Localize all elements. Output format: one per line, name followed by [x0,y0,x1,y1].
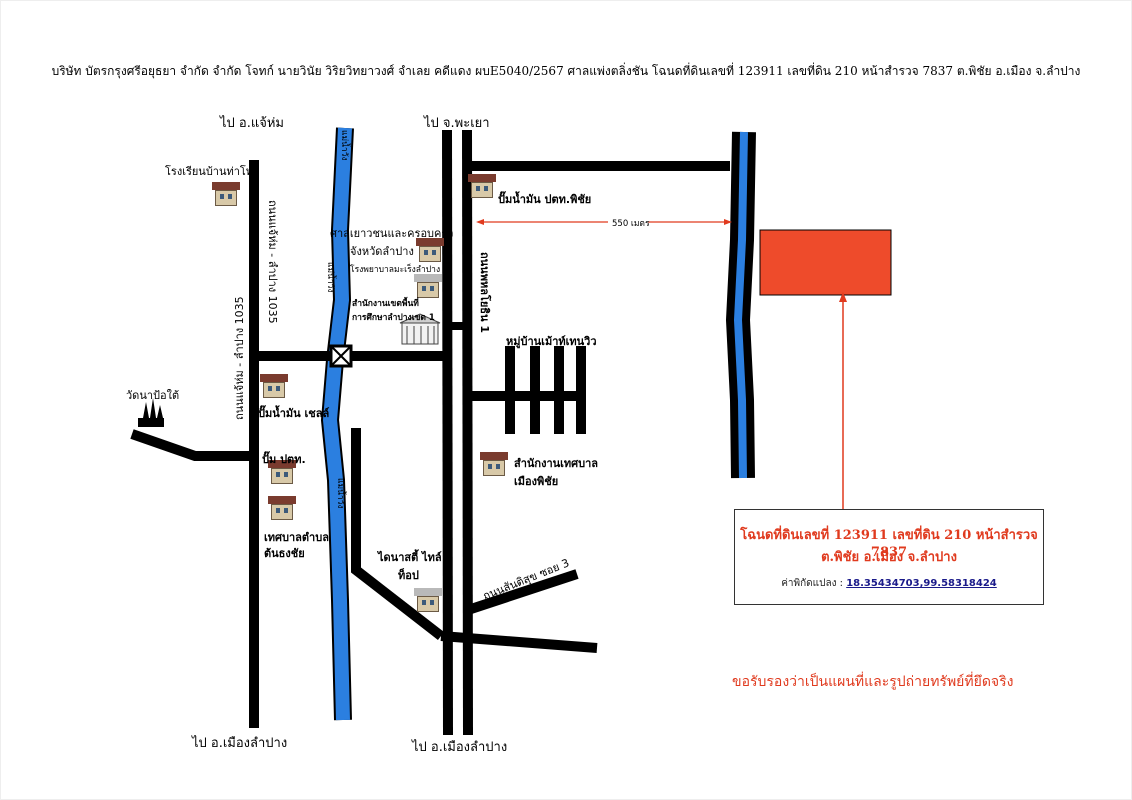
label-tambon-2: ต้นธงชัย [264,547,305,560]
youth-court-building-icon [416,238,444,262]
lower-road [440,631,598,653]
deed-info-box: โฉนดที่ดินเลขที่ 123911 เลขที่ดิน 210 หน… [734,509,1044,605]
label-village: หมู่บ้านเม้าท์เทนวิว [506,335,597,348]
direction-phayao: ไป จ.พะเยา [424,116,490,131]
road-diagonal [351,428,445,640]
label-edu-office-2: การศึกษาลำปางเขต 1 [352,313,435,323]
label-dynasty-1: ไดนาสตี้ ไทล์ [378,551,442,564]
certification-text: ขอรับรองว่าเป็นแผนที่และรูปถ่ายทรัพย์ที่… [732,674,1014,690]
deed-line-2: ต.พิชัย อ.เมือง จ.ลำปาง [821,550,957,565]
river-label-low: แม่น้ำวัง [335,478,345,509]
deed-line-1: โฉนดที่ดินเลขที่ 123911 เลขที่ดิน 210 หน… [740,528,1038,560]
label-shell: ปั๊มน้ำมัน เชลล์ [258,407,330,420]
phahonyothin-road-west [442,129,453,736]
coordinate-label: ค่าพิกัดแปลง : [781,578,844,589]
river-label-mid: แม่น้ำวัง [325,262,335,293]
road-label-1035-a: ถนนแจ้ห่ม - ลำปาง 1035 [233,296,246,420]
label-municipal-2: เมืองพิชัย [514,475,559,488]
phahonyothin-road-east [462,129,473,736]
label-tambon-1: เทศบาลตำบล [264,531,329,544]
label-school: โรงเรียนบ้านท่าโทก [165,165,260,178]
label-ptt: ปั๊ม ปตท. [262,453,306,466]
hospital-building-icon [414,274,442,298]
ptt-building-icon [268,460,296,484]
santisuk-road [466,569,579,615]
shell-building-icon [260,374,288,398]
coordinate-row: ค่าพิกัดแปลง : 18.35434703,99.58318424 [735,576,1043,591]
label-edu-office-1: สำนักงานเขตพื้นที่ [352,299,419,309]
page-header: บริษัท บัตรกรุงศรีอยุธยา จำกัด จำกัด โจท… [51,64,1081,78]
municipal-building-icon [480,452,508,476]
coordinate-value[interactable]: 18.35434703,99.58318424 [846,578,997,589]
label-ptt-pichai: ปั๊มน้ำมัน ปตท.พิชัย [498,193,592,206]
road-label-1035-b: ถนนแจ้ห่ม - ลำปาง 1035 [266,200,279,324]
land-plot [759,229,892,296]
school-building-icon [212,182,240,206]
label-dynasty-2: ท็อป [398,569,419,582]
label-youth-court-2: จังหวัดลำปาง [350,245,414,258]
road-to-temple [130,429,254,461]
label-hospital: โรงพยาบาลมะเร็งลำปาง [350,265,441,275]
temple-icon [138,398,164,427]
label-municipal-1: สำนักงานเทศบาล [514,457,599,470]
river-label-top: แม่น้ำวัง [339,130,349,161]
tambon-building-icon [268,496,296,520]
direction-lampang-left: ไป อ.เมืองลำปาง [192,736,288,751]
road-label-phahon: ถนนพหลโยธิน 1 [478,252,491,334]
edu-office-icon [399,313,441,345]
label-temple: วัดนาป้อใต้ [126,389,180,402]
dynasty-building-icon [414,588,442,612]
distance-label: 550 เมตร [612,219,650,229]
ptt-pichai-building-icon [468,174,496,198]
label-youth-court-1: ศาลเยาวชนและครอบครัว [330,227,454,240]
direction-lampang-right: ไป อ.เมืองลำปาง [412,740,508,755]
direction-chaehom: ไป อ.แจ้ห่ม [220,116,284,131]
